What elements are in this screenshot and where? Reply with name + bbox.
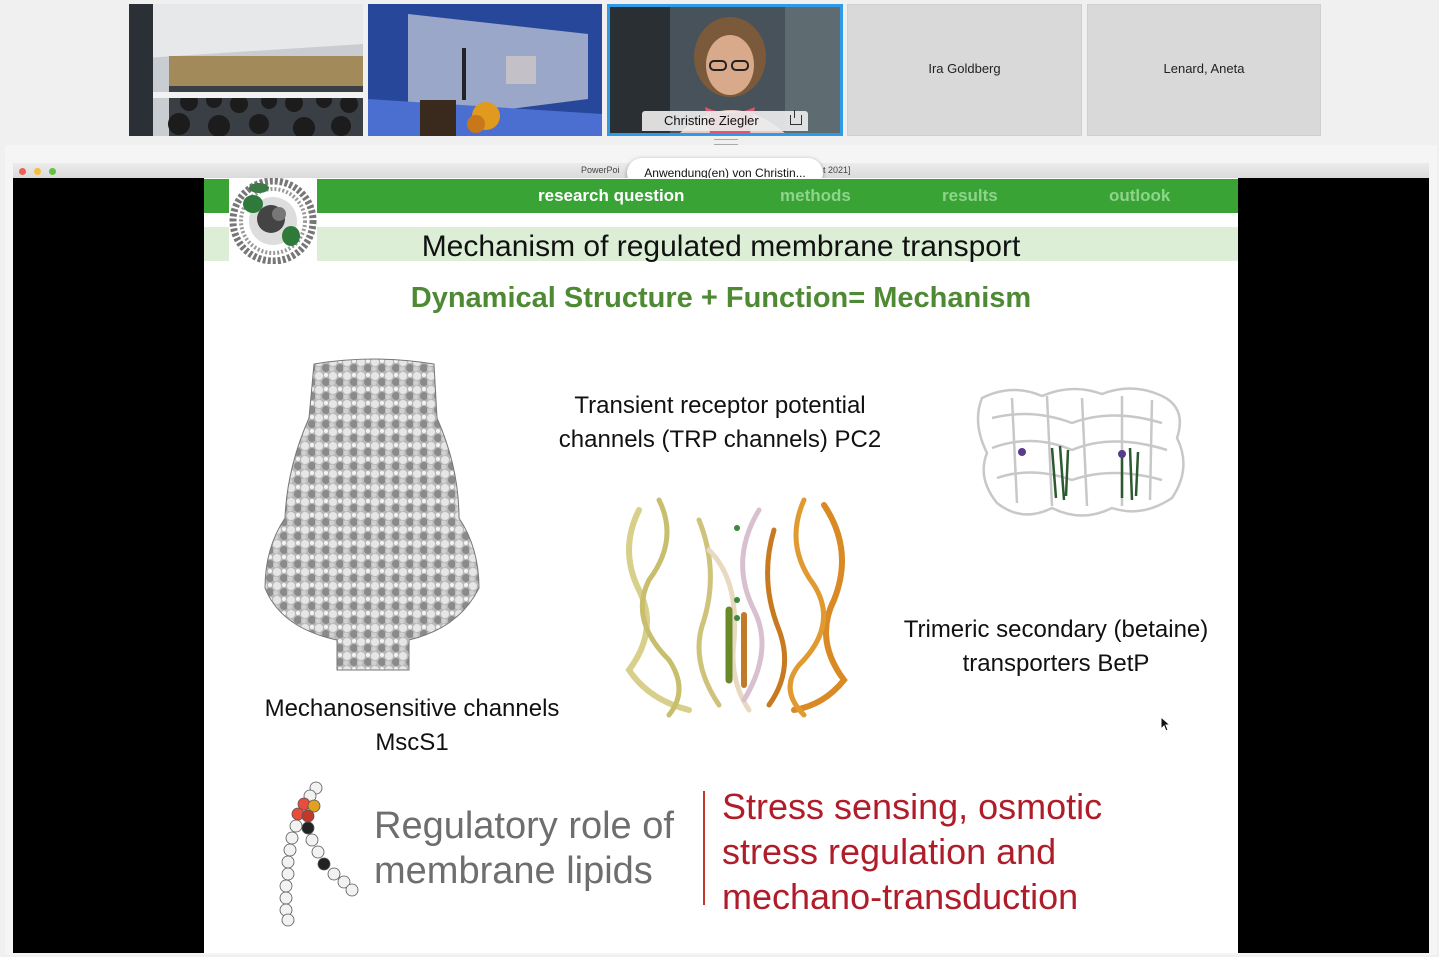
- nav-results[interactable]: results: [942, 186, 998, 205]
- nav-research-question[interactable]: research question: [538, 186, 685, 205]
- participant-name: Lenard, Aneta: [1163, 61, 1245, 76]
- maximize-window-icon: [49, 168, 56, 175]
- window-title-left: PowerPoi: [581, 165, 620, 175]
- mscs-caption: Mechanosensitive channels MscS1: [236, 692, 588, 760]
- stress-line2: stress regulation and: [722, 831, 1057, 872]
- window-title-right: t 2021]: [823, 165, 851, 175]
- title-band: [204, 227, 1238, 261]
- participant-name: Ira Goldberg: [928, 61, 1001, 76]
- trp-caption-line2: channels (TRP channels) PC2: [558, 426, 882, 453]
- stress-line3: mechano-transduction: [722, 876, 1079, 917]
- share-screen-icon[interactable]: [790, 110, 802, 125]
- close-window-icon: [19, 168, 26, 175]
- slide-subtitle: Dynamical Structure + Function= Mechanis…: [410, 282, 1032, 314]
- nav-outlook[interactable]: outlook: [1109, 186, 1171, 205]
- betp-structure-image: [976, 387, 1185, 517]
- participant-video-audience[interactable]: [129, 4, 363, 136]
- stress-sensing-text: Stress sensing, osmotic stress regulatio…: [722, 784, 1162, 919]
- mscs-caption-line1: Mechanosensitive channels: [264, 695, 560, 722]
- lipid-molecule-image: [279, 781, 359, 927]
- strip-resize-handle[interactable]: [714, 139, 738, 145]
- lipid-role-text: Regulatory role of membrane lipids: [374, 804, 694, 894]
- betp-caption-line1: Trimeric secondary (betaine): [903, 616, 1209, 643]
- audience-video-frame: [129, 4, 363, 136]
- trp-caption: Transient receptor potential channels (T…: [534, 389, 906, 457]
- minimize-window-icon: [34, 168, 41, 175]
- participant-video-christine-ziegler[interactable]: Christine Ziegler: [607, 4, 843, 136]
- lecture-hall-video-frame: [368, 4, 602, 136]
- slide-nav-bar: research question methods results outloo…: [204, 179, 1238, 213]
- lipid-line2: membrane lipids: [374, 850, 653, 892]
- speaker-name-label: Christine Ziegler: [642, 110, 808, 131]
- mscs1-structure-image: [264, 358, 480, 671]
- mouse-pointer-icon: [1160, 716, 1172, 732]
- separator-line: [703, 791, 705, 905]
- stress-line1: Stress sensing, osmotic: [722, 786, 1103, 827]
- mscs-caption-line2: MscS1: [375, 729, 449, 756]
- liposome-logo: [229, 178, 317, 265]
- participant-tile-ira-goldberg[interactable]: Ira Goldberg: [847, 4, 1082, 136]
- lipid-line1: Regulatory role of: [374, 805, 674, 847]
- slide-title: Mechanism of regulated membrane transpor…: [421, 230, 1021, 263]
- trp-caption-line1: Transient receptor potential: [574, 392, 866, 419]
- participant-video-lecture-hall[interactable]: [368, 4, 602, 136]
- nav-methods[interactable]: methods: [780, 186, 851, 205]
- trp-pc2-structure-image: [625, 497, 848, 718]
- betp-caption: Trimeric secondary (betaine) transporter…: [880, 613, 1232, 681]
- participant-tile-lenard-aneta[interactable]: Lenard, Aneta: [1087, 4, 1321, 136]
- betp-caption-line2: transporters BetP: [962, 650, 1150, 677]
- presentation-slide: research question methods results outloo…: [204, 178, 1238, 953]
